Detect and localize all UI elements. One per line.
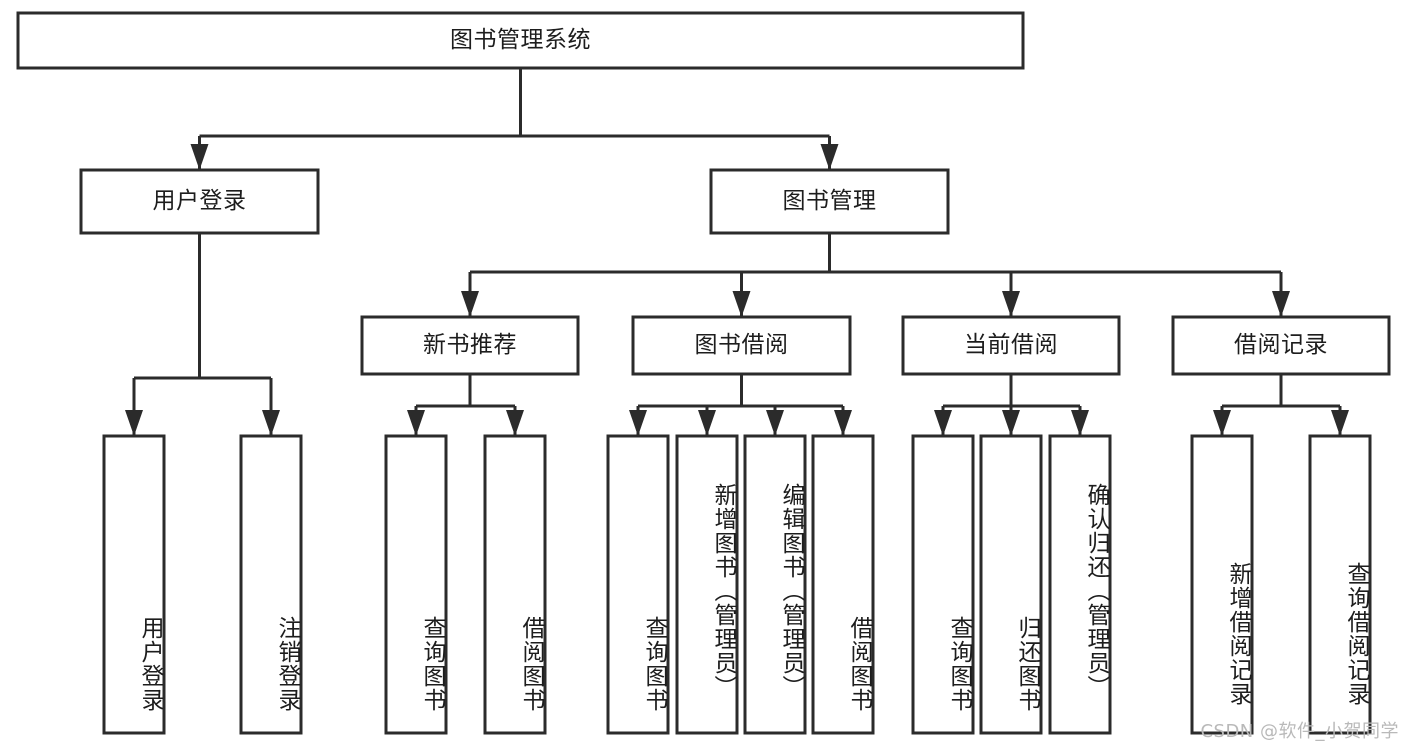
node-box-user-login[interactable] — [79, 168, 320, 235]
arrow-head-icon — [732, 291, 751, 317]
node-box-leaf-edit-book[interactable] — [743, 434, 807, 735]
node-box-root[interactable] — [16, 11, 1025, 70]
arrow-head-icon — [1002, 410, 1020, 436]
arrow-head-icon — [1272, 291, 1290, 317]
arrow-head-icon — [820, 144, 839, 170]
arrow-head-icon — [698, 410, 716, 436]
arrow-head-icon — [629, 410, 647, 436]
arrow-head-icon — [834, 410, 852, 436]
node-box-book-borrow[interactable] — [631, 315, 852, 376]
node-box-leaf-query-book-borrow[interactable] — [606, 434, 670, 735]
arrow-head-icon — [1331, 410, 1349, 436]
arrow-head-icon — [262, 410, 280, 436]
arrow-head-icon — [461, 291, 479, 317]
node-box-leaf-user-login[interactable] — [102, 434, 166, 735]
node-box-leaf-borrow-book-recommend[interactable] — [483, 434, 547, 735]
arrow-head-icon — [506, 410, 524, 436]
arrow-head-icon — [407, 410, 425, 436]
node-box-leaf-query-book-current[interactable] — [911, 434, 975, 735]
arrow-head-icon — [125, 410, 143, 436]
node-box-leaf-query-borrow-record[interactable] — [1308, 434, 1372, 735]
node-box-leaf-user-logout[interactable] — [239, 434, 303, 735]
node-box-leaf-confirm-return[interactable] — [1048, 434, 1112, 735]
node-box-current-borrow[interactable] — [901, 315, 1121, 376]
node-box-leaf-query-book-recommend[interactable] — [384, 434, 448, 735]
node-box-borrow-record[interactable] — [1171, 315, 1391, 376]
arrow-head-icon — [934, 410, 952, 436]
node-box-leaf-return-book[interactable] — [979, 434, 1043, 735]
node-box-new-book-recommend[interactable] — [360, 315, 580, 376]
node-box-leaf-borrow-book[interactable] — [811, 434, 875, 735]
node-boxes-layer — [16, 11, 1391, 735]
node-box-leaf-add-borrow-record[interactable] — [1190, 434, 1254, 735]
arrow-head-icon — [190, 144, 209, 170]
node-box-book-manage[interactable] — [709, 168, 950, 235]
node-box-leaf-add-book[interactable] — [675, 434, 739, 735]
csdn-watermark: CSDN @软件_小贺同学 — [1200, 721, 1399, 742]
arrow-head-icon — [1071, 410, 1089, 436]
arrow-head-icon — [1002, 291, 1020, 317]
arrow-head-icon — [1213, 410, 1231, 436]
connector-lines-layer — [125, 68, 1349, 436]
arrow-head-icon — [766, 410, 784, 436]
